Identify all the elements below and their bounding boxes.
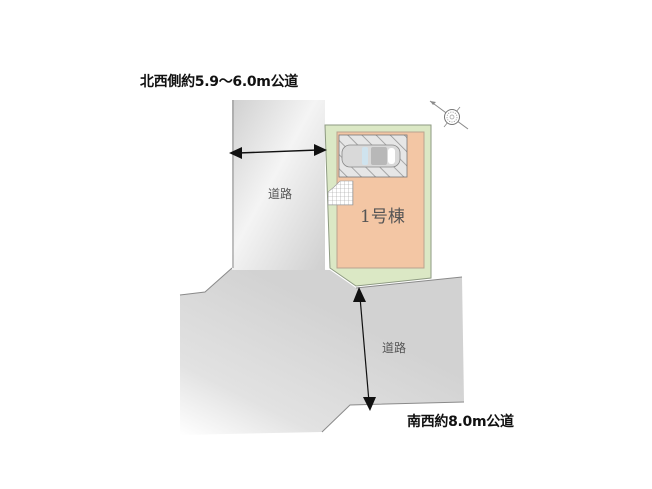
southwest-road [179,267,465,435]
building-label: 1号棟 [360,207,405,227]
parking-space [338,134,408,178]
northwest-road-label: 道路 [268,186,292,201]
parked-car-icon [341,144,401,168]
southwest-road-width-arrow [353,287,376,411]
north-arrow-compass-icon [429,100,469,130]
northwest-road [232,100,325,270]
northwest-road-caption: 北西側約5.9～6.0m公道 [140,74,298,90]
northwest-road-width-arrow [229,144,327,159]
southwest-road-caption: 南西約8.0m公道 [407,414,514,430]
southwest-road-label: 道路 [382,340,406,355]
entrance-porch [327,180,354,206]
